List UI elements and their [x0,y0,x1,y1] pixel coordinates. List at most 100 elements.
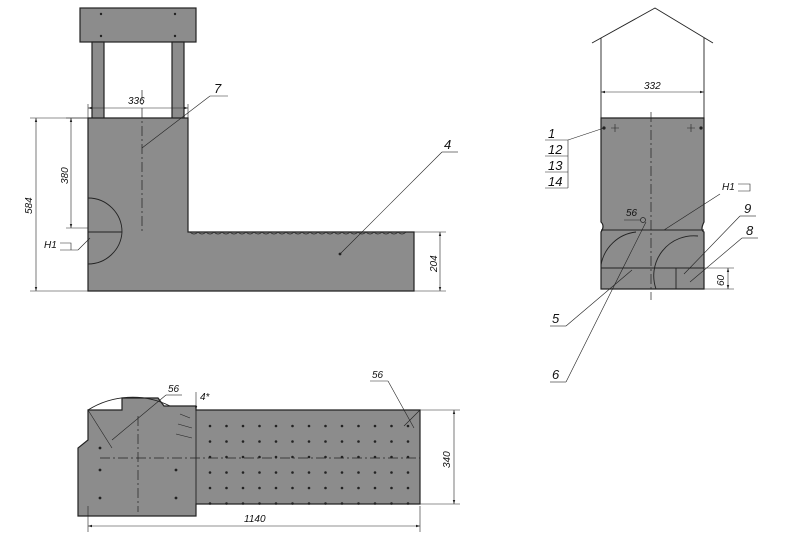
perforation-hole [340,424,344,428]
perforation-hole [208,471,212,474]
callout-9: 9 [744,201,751,216]
perforation-hole [241,424,245,428]
dim-1140: 1140 [244,514,266,525]
front-view: 336 584 380 204 7 4 Н1 [24,7,458,292]
side-body [600,117,705,290]
finish-h1-side: Н1 [722,182,735,193]
dim-584: 584 [24,197,35,214]
perforation-hole [241,471,245,474]
perforation-hole [406,471,410,474]
perforation-hole [225,424,228,428]
perforation-hole [406,502,410,505]
perforation-hole [373,502,377,505]
dim-204: 204 [429,255,440,273]
perforation-hole [324,502,327,505]
perforation-hole [406,486,410,490]
perforation-hole [258,455,261,459]
perforation-hole [274,471,278,474]
weld-56-side: 56 [626,208,638,219]
perforation-hole [357,471,360,474]
perforation-hole [274,455,278,459]
perforation-hole [324,455,327,459]
perforation-hole [324,424,327,428]
dim-380: 380 [60,167,71,184]
callout-4: 4 [444,137,451,152]
weld-56-top-right: 56 [372,370,384,381]
perforation-hole [307,424,311,428]
callout-13: 13 [548,158,563,173]
perforation-hole [307,455,311,459]
callout-6: 6 [552,367,560,382]
perforation-hole [406,424,410,428]
top-board [79,7,197,43]
perforation-hole [406,440,410,443]
side-view: 332 1 12 13 14 Н1 56 9 [545,7,758,383]
perforation-hole [241,440,245,443]
perforation-hole [291,502,294,505]
perforation-hole [291,455,294,459]
perforation-hole [340,471,344,474]
perforation-hole [373,471,377,474]
perforation-hole [225,440,228,443]
perforation-hole [324,440,327,443]
perforation-hole [208,455,212,459]
top-view: 56 4* 56 340 1140 [77,370,460,532]
perforation-hole [291,424,294,428]
perforation-hole [390,440,393,443]
callout-12: 12 [548,142,563,157]
perforation-hole [373,486,377,490]
roof [591,7,714,44]
perforation-hole [274,502,278,505]
top-plan [77,397,421,517]
perforation-hole [291,471,294,474]
perforation-hole [258,471,261,474]
perforation-hole [324,471,327,474]
perforation-hole [307,440,311,443]
perforation-hole [208,502,212,505]
dim-60: 60 [716,274,727,286]
callout-7: 7 [214,81,222,96]
perforation-hole [357,455,360,459]
perforation-hole [340,486,344,490]
dim-4star: 4* [200,392,211,403]
perforation-hole [357,440,360,443]
perforation-hole [373,455,377,459]
perforation-hole [274,486,278,490]
perforation-hole [357,424,360,428]
perforation-hole [406,455,410,459]
perforation-hole [307,486,311,490]
perforation-hole [390,471,393,474]
perforation-hole [340,440,344,443]
perforation-hole [307,471,311,474]
perforation-hole [357,502,360,505]
perforation-hole [340,455,344,459]
perforation-hole [390,455,393,459]
perforation-hole [208,440,212,443]
perforation-hole [390,502,393,505]
perforation-hole [373,424,377,428]
perforation-hole [225,455,228,459]
perforation-hole [291,440,294,443]
perforation-hole [324,486,327,490]
perforation-hole [241,502,245,505]
perforation-hole [291,486,294,490]
dim-340: 340 [442,451,453,468]
perforation-hole [357,486,360,490]
perforation-hole [225,502,228,505]
weld-56-top-left: 56 [168,384,180,395]
perforation-hole [258,502,261,505]
perforation-grid [208,424,410,505]
perforation-hole [208,424,212,428]
tower-and-base [87,117,415,292]
perforation-hole [390,424,393,428]
perforation-hole [274,424,278,428]
perforation-hole [258,486,261,490]
callout-8: 8 [746,223,754,238]
callout-1: 1 [548,126,555,141]
callout-5: 5 [552,311,560,326]
perforation-hole [258,424,261,428]
perforation-hole [340,502,344,505]
perforation-hole [390,486,393,490]
perforation-hole [241,455,245,459]
